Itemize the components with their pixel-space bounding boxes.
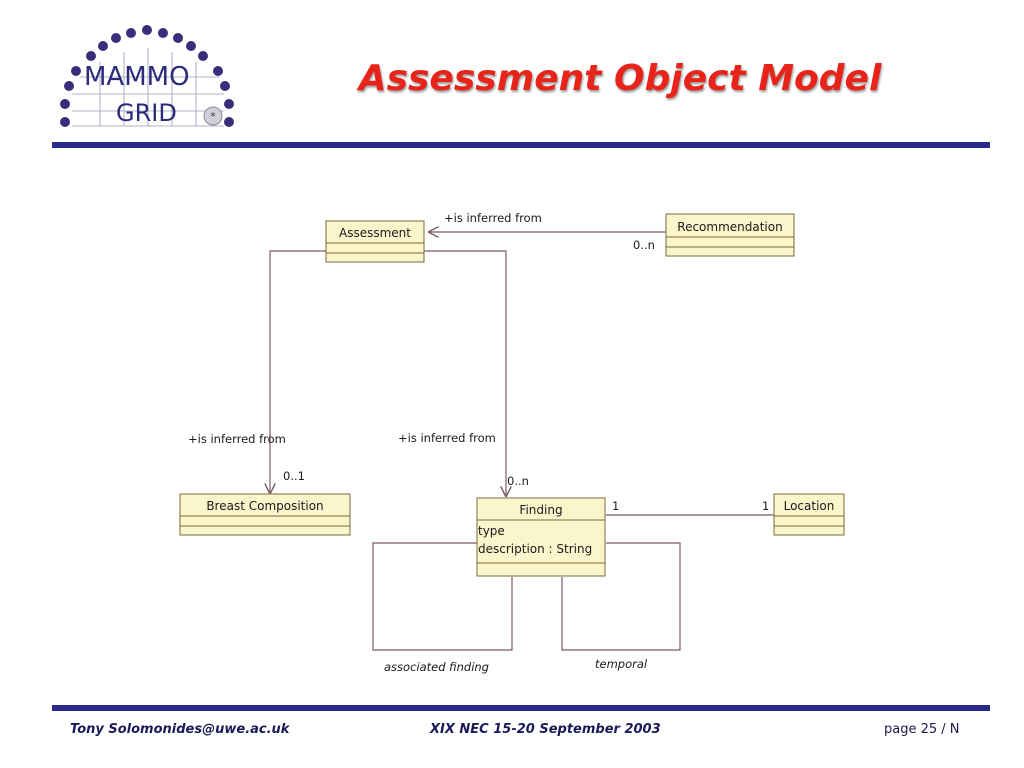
assoc-temporal-self: [561, 542, 681, 651]
class-name-assessment: Assessment: [339, 226, 411, 240]
class-name-recommendation: Recommendation: [677, 220, 782, 234]
multiplicity-finding-location-a: 1: [612, 499, 619, 513]
class-breast-composition: Breast Composition: [179, 493, 351, 536]
logo-line-1: MAMMO: [84, 62, 190, 92]
class-finding: Finding type description : String: [476, 497, 606, 577]
header-divider: [52, 142, 990, 148]
footer-divider: [52, 705, 990, 711]
class-recommendation: Recommendation: [665, 213, 795, 257]
assoc-assessment-breast-composition: [270, 250, 326, 494]
class-location: Location: [773, 493, 845, 536]
assoc-associated-finding-self: [372, 542, 513, 651]
role-label-temporal: temporal: [595, 657, 648, 671]
multiplicity-finding-location-b: 1: [762, 499, 769, 513]
logo-line-2: GRID: [116, 99, 177, 127]
footer-author: Tony Solomonides@uwe.ac.uk: [70, 722, 290, 737]
multiplicity-recommendation: 0..n: [633, 238, 655, 252]
class-name-breast-composition: Breast Composition: [206, 499, 323, 513]
assoc-assessment-finding: [424, 250, 506, 497]
mammogrid-logo: * MAMMO GRID: [52, 22, 248, 134]
role-label-breast-composition: +is inferred from: [188, 432, 286, 446]
multiplicity-finding: 0..n: [507, 474, 529, 488]
role-label-finding: +is inferred from: [398, 431, 496, 445]
role-label-recommendation: +is inferred from: [444, 211, 542, 225]
class-name-finding: Finding: [519, 503, 562, 517]
page-title: Assessment Object Model: [358, 58, 882, 99]
svg-text:*: *: [210, 110, 216, 123]
multiplicity-breast-composition: 0..1: [283, 469, 305, 483]
class-assessment: Assessment: [325, 220, 425, 263]
role-label-associated-finding: associated finding: [384, 660, 489, 674]
footer-event: XIX NEC 15-20 September 2003: [430, 722, 661, 737]
finding-attribute-type: type: [478, 524, 505, 538]
logo-dots-graphic: *: [60, 25, 234, 127]
footer-page-number: page 25 / N: [884, 722, 960, 737]
class-name-location: Location: [784, 499, 835, 513]
finding-attribute-description: description : String: [478, 542, 592, 556]
